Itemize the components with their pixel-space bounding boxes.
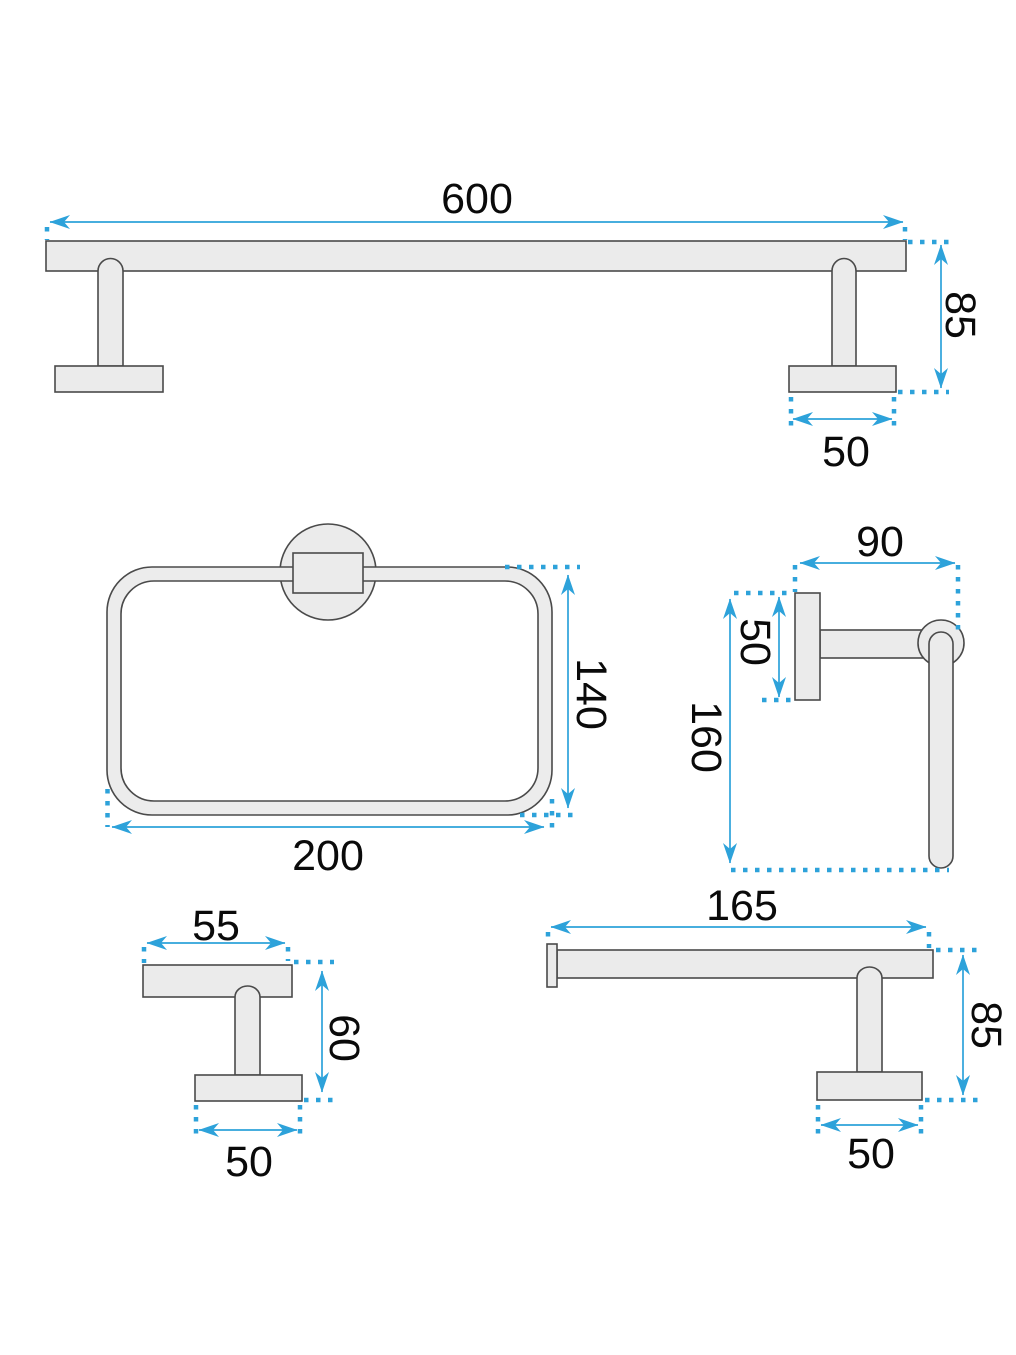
- dim-label-plate-height: 50: [731, 618, 779, 666]
- robe-hook-base: [194, 1074, 303, 1102]
- dim-label-height: 140: [567, 658, 615, 730]
- dim-label-height: 85: [936, 291, 984, 339]
- robe-hook-figure: 55 60 50: [141, 902, 368, 1186]
- paper-holder-side-figure: 90 50 160: [682, 518, 965, 873]
- towel-bar-figure: 600 85 50: [44, 175, 984, 476]
- dim-label-width: 55: [192, 902, 240, 950]
- towel-ring-loop: [106, 566, 553, 816]
- paper-holder-front-figure: 165 85 50: [545, 882, 1010, 1178]
- towel-ring-figure: 140 200: [105, 523, 615, 880]
- paper-holder-rod: [928, 631, 954, 869]
- dim-label-base: 50: [225, 1138, 273, 1186]
- dim-label-base: 50: [847, 1130, 895, 1178]
- dim-label-base: 50: [822, 428, 870, 476]
- towel-bar-right-base: [788, 365, 897, 393]
- dim-label-height: 85: [962, 1001, 1010, 1049]
- dim-label-depth: 90: [856, 518, 904, 566]
- dim-label-width: 165: [706, 882, 778, 930]
- dim-label-width: 600: [441, 175, 513, 223]
- robe-hook-stem: [234, 985, 261, 1076]
- towel-bar-rail: [45, 240, 907, 272]
- paper-holder-base: [816, 1071, 923, 1101]
- towel-ring-mount-block: [292, 552, 364, 594]
- towel-bar-right-post: [831, 257, 857, 367]
- dim-label-width: 200: [292, 832, 364, 880]
- towel-bar-left-base: [54, 365, 164, 393]
- paper-holder-stem: [856, 966, 883, 1073]
- towel-bar-left-post: [97, 257, 124, 367]
- robe-hook-top-plate: [142, 964, 293, 998]
- paper-holder-wall-plate: [794, 592, 821, 701]
- dim-label-height: 160: [682, 701, 730, 773]
- paper-holder-end-cap: [546, 943, 558, 988]
- dim-label-height: 60: [320, 1014, 368, 1062]
